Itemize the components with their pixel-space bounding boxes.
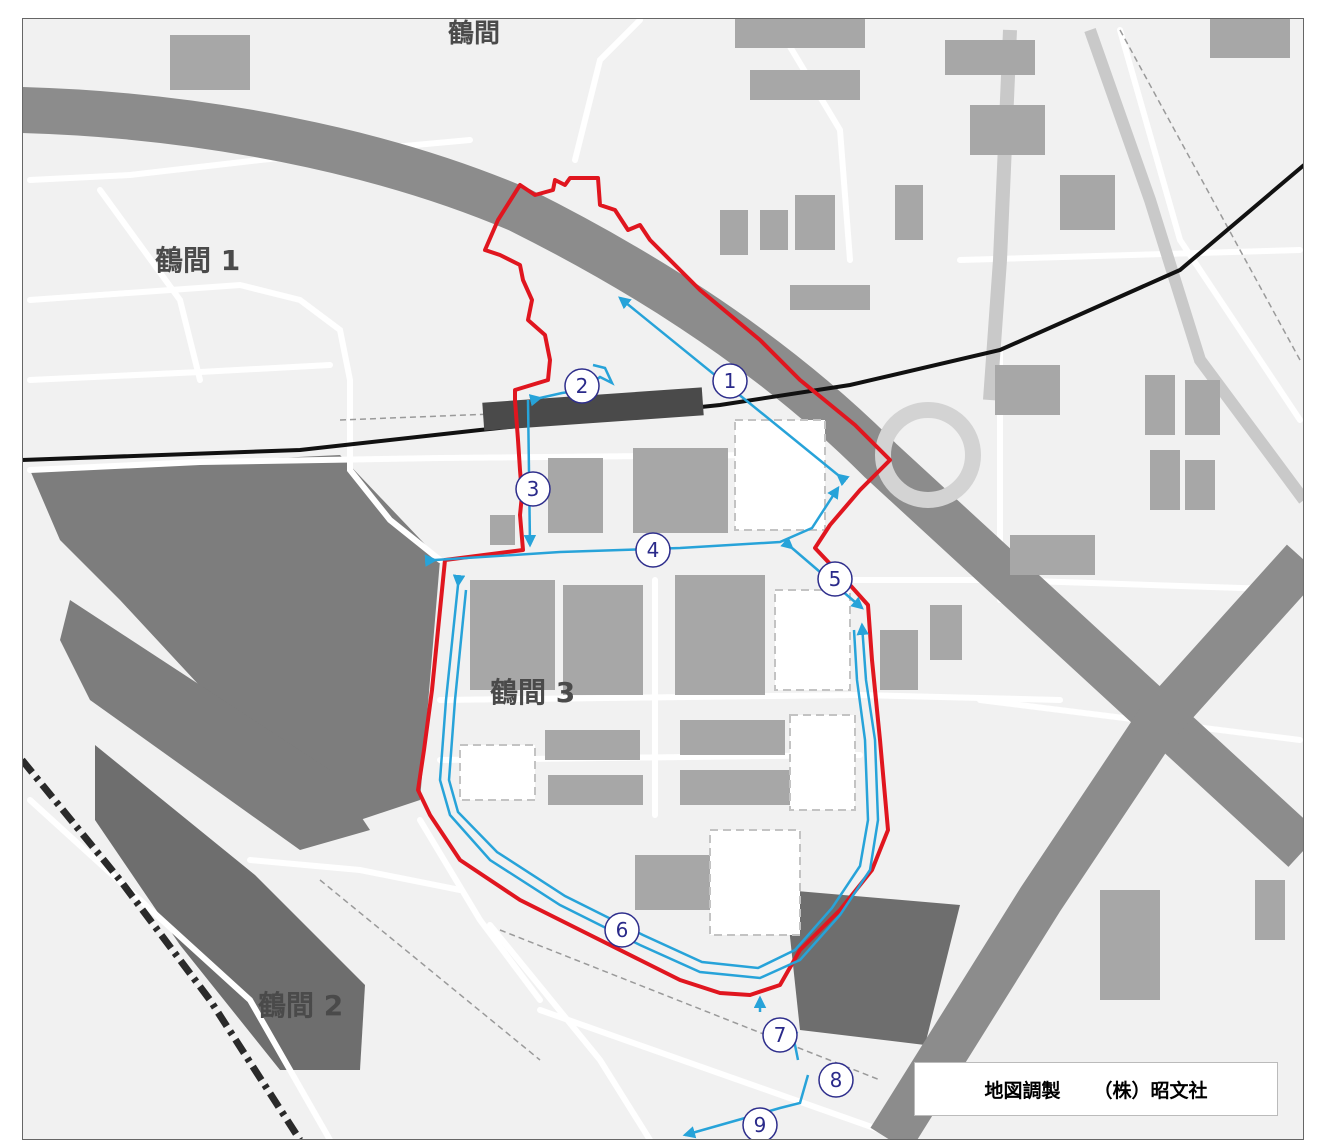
credit-publisher: （株）昭文社 [1093,1079,1208,1102]
svg-text:1: 1 [724,369,737,393]
place-label-tsuruma-3: 鶴間 3 [490,676,575,709]
route-marker-9: 9 [742,1107,778,1140]
route-marker-5: 5 [817,561,853,597]
minor-roads [27,18,1303,1140]
route-segment-6 [438,574,880,980]
route-marker-1: 1 [712,363,748,399]
place-label-tsuruma: 鶴間 [448,18,500,49]
map: 鶴間 鶴間 1 鶴間 3 鶴間 2 1 2 3 4 5 6 7 8 9 [22,18,1304,1140]
svg-text:3: 3 [527,477,540,501]
svg-text:5: 5 [829,567,842,591]
route-segment-2 [528,363,615,407]
svg-text:8: 8 [830,1068,843,1092]
route-marker-6: 6 [604,912,640,948]
svg-text:6: 6 [616,918,629,942]
route-marker-3: 3 [515,471,551,507]
redevelopment-boundary [416,176,892,997]
route-marker-7: 7 [762,1017,798,1053]
route-segment-6-inner [447,589,870,970]
park-areas [30,455,960,1070]
svg-text:2: 2 [576,374,589,398]
route-marker-8: 8 [818,1062,854,1098]
place-label-tsuruma-1: 鶴間 1 [155,244,240,277]
svg-text:7: 7 [774,1023,787,1047]
map-credit: 地図調製 （株）昭文社 [914,1062,1278,1116]
map-canvas: 鶴間 鶴間 1 鶴間 3 鶴間 2 1 2 3 4 5 6 7 8 9 [22,18,1304,1140]
pedestrian-routes [424,296,880,1139]
credit-label: 地図調製 [984,1079,1061,1102]
svg-text:4: 4 [647,538,660,562]
svg-text:9: 9 [754,1113,767,1137]
route-segment-4 [424,485,840,567]
route-marker-4: 4 [635,532,671,568]
route-segment-9 [682,1074,810,1139]
route-marker-2: 2 [564,368,600,404]
place-label-tsuruma-2: 鶴間 2 [258,989,343,1022]
buildings [170,18,1290,1000]
